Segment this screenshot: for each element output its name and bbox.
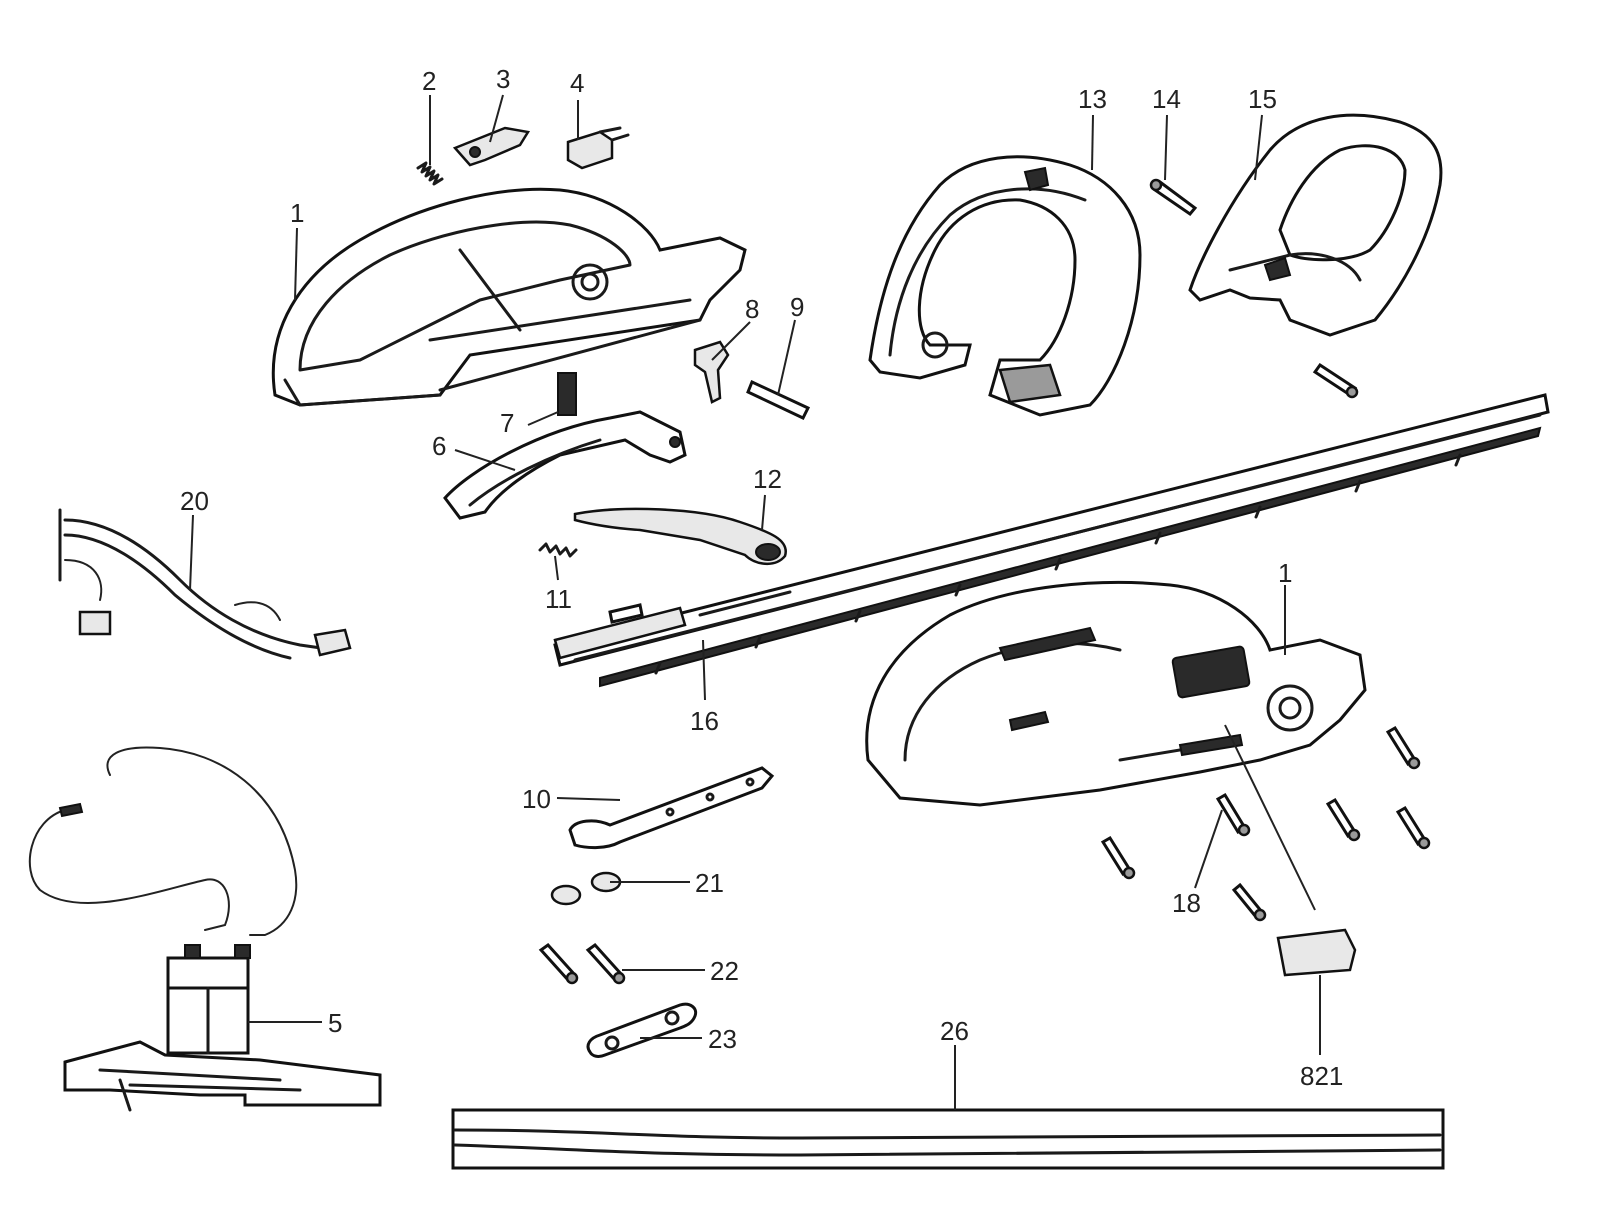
callout-12: 12 bbox=[753, 464, 782, 494]
callout-16: 16 bbox=[690, 706, 719, 736]
lock-off-lever bbox=[452, 126, 531, 167]
micro-switch bbox=[566, 126, 630, 170]
callout-23: 23 bbox=[708, 1024, 737, 1054]
callout-26: 26 bbox=[940, 1016, 969, 1046]
trigger-spring bbox=[557, 372, 577, 416]
callout-10: 10 bbox=[522, 784, 551, 814]
callout-labels: 2 3 4 1 8 9 7 6 12 11 20 13 14 15 16 1 1… bbox=[180, 64, 1343, 1091]
handle-bolt-14 bbox=[1149, 178, 1198, 217]
callout-3: 3 bbox=[496, 64, 510, 94]
callout-13: 13 bbox=[1078, 84, 1107, 114]
trigger bbox=[443, 410, 687, 520]
callout-9: 9 bbox=[790, 292, 804, 322]
leader-lines bbox=[189, 94, 1321, 1110]
wire-harness bbox=[58, 508, 352, 660]
rear-trigger bbox=[573, 507, 787, 565]
callout-1a: 1 bbox=[290, 198, 304, 228]
callout-15: 15 bbox=[1248, 84, 1277, 114]
callout-14: 14 bbox=[1152, 84, 1181, 114]
callout-18: 18 bbox=[1172, 888, 1201, 918]
callout-20: 20 bbox=[180, 486, 209, 516]
callout-7: 7 bbox=[500, 408, 514, 438]
link-strap bbox=[568, 766, 775, 850]
callout-6: 6 bbox=[432, 431, 446, 461]
front-handle bbox=[868, 155, 1142, 417]
callout-8: 8 bbox=[745, 294, 759, 324]
callout-21: 21 bbox=[695, 868, 724, 898]
pivot-pin bbox=[746, 379, 811, 420]
callout-4: 4 bbox=[570, 68, 584, 98]
label-plate bbox=[1276, 928, 1357, 977]
rear-trigger-spring bbox=[538, 542, 578, 558]
link-plate bbox=[586, 1002, 698, 1058]
callout-2: 2 bbox=[422, 66, 436, 96]
screws-18 bbox=[1100, 725, 1431, 922]
callout-1b: 1 bbox=[1278, 558, 1292, 588]
handle-guard bbox=[1188, 113, 1443, 337]
callout-5: 5 bbox=[328, 1008, 342, 1038]
callout-11: 11 bbox=[545, 584, 572, 614]
callout-22: 22 bbox=[710, 956, 739, 986]
cutting-blade bbox=[553, 393, 1550, 688]
switch-clip bbox=[693, 340, 730, 404]
blade-cover bbox=[451, 1108, 1445, 1170]
callout-821: 821 bbox=[1300, 1061, 1343, 1091]
motor-assembly bbox=[28, 746, 382, 1112]
handle-guard-bolt bbox=[1312, 362, 1359, 399]
nuts-21 bbox=[550, 871, 622, 906]
screws-22 bbox=[538, 943, 626, 985]
housing-half-left bbox=[271, 187, 747, 407]
spring-small bbox=[416, 161, 444, 186]
housing-half-right bbox=[865, 581, 1367, 807]
